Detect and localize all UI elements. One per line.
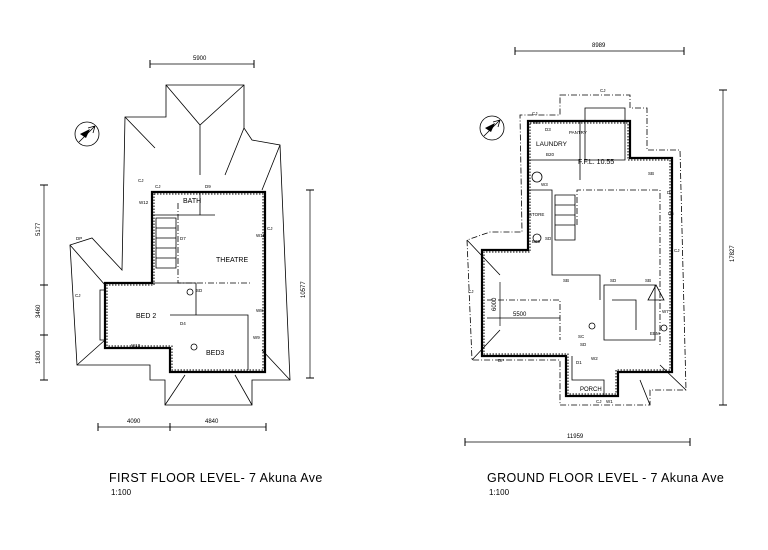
code-sb: SB bbox=[645, 278, 651, 283]
warning-icon bbox=[647, 284, 665, 301]
north-arrow-icon bbox=[479, 115, 505, 141]
code-cj: CJ bbox=[600, 88, 606, 93]
code-sd: SD bbox=[196, 288, 203, 293]
code-d7: D7 bbox=[180, 236, 186, 241]
code-d1: D1 bbox=[576, 360, 582, 365]
north-arrow-icon bbox=[74, 121, 100, 147]
code-w10: W10 bbox=[131, 343, 141, 348]
code-cj: CJ bbox=[674, 248, 680, 253]
dimension-garage-depth: 6000 bbox=[492, 297, 498, 311]
dimension-garage-width: 5500 bbox=[513, 312, 527, 318]
code-sb: SB bbox=[648, 171, 654, 176]
ceiling-line bbox=[487, 299, 561, 340]
room-label-theatre: THEATRE bbox=[216, 257, 248, 264]
first-floor-roof-outline bbox=[69, 84, 291, 406]
code-sd: SD bbox=[580, 342, 587, 347]
dimension-top: 8989 bbox=[592, 43, 606, 49]
code-w11: W11 bbox=[256, 233, 265, 238]
code-w3: W3 bbox=[541, 182, 548, 187]
toilet-icon bbox=[532, 233, 542, 243]
room-label-pantry: PANTRY bbox=[569, 130, 587, 135]
dimension-right: 10577 bbox=[301, 281, 307, 298]
room-label-porch: PORCH bbox=[580, 387, 602, 393]
code-sc: SC bbox=[578, 334, 585, 339]
code-w9: W9 bbox=[253, 335, 260, 340]
code-dp: DP bbox=[498, 358, 504, 363]
code-b20: B20 bbox=[546, 152, 555, 157]
code-sb: SB bbox=[563, 278, 569, 283]
code-cj: CJ bbox=[75, 293, 81, 298]
smoke-detector-icon bbox=[186, 288, 194, 296]
ceiling-line bbox=[177, 203, 250, 284]
code-cj: CJ bbox=[155, 184, 161, 189]
first-floor-scale: 1:100 bbox=[111, 488, 132, 497]
dimension-bottom-left: 4090 bbox=[127, 419, 141, 425]
room-label-laundry: LAUNDRY bbox=[536, 141, 568, 148]
code-w4: W4 bbox=[533, 120, 540, 125]
code-d4: D4 bbox=[180, 321, 186, 326]
code-w12: W12 bbox=[139, 200, 149, 205]
first-floor-walls bbox=[99, 190, 267, 374]
first-floor-title: FIRST FLOOR LEVEL- 7 Akuna Ave bbox=[109, 471, 323, 485]
code-d5: D5 bbox=[668, 211, 674, 216]
dimension-right: 17827 bbox=[730, 245, 736, 262]
dimension-bottom: 11959 bbox=[567, 434, 584, 440]
code-ebm: EBM bbox=[650, 331, 660, 336]
code-w1: W1 bbox=[606, 399, 613, 404]
floor-level-label: F.F.L. 10.55 bbox=[578, 159, 614, 166]
ground-floor-scale: 1:100 bbox=[489, 488, 510, 497]
ceiling-line bbox=[576, 189, 661, 345]
smoke-detector-icon bbox=[190, 343, 198, 351]
smoke-detector-icon bbox=[660, 324, 668, 332]
dimension-left-middle: 3460 bbox=[36, 304, 42, 318]
ground-floor-title: GROUND FLOOR LEVEL - 7 Akuna Ave bbox=[487, 471, 725, 485]
dimension-left-lower: 1800 bbox=[36, 350, 42, 364]
dimension-top: 5900 bbox=[193, 56, 207, 62]
ground-floor-dimensions: 8989 17827 11959 6000 5500 bbox=[464, 43, 736, 446]
dimension-left-upper: 5177 bbox=[36, 222, 42, 236]
code-cj: CJ bbox=[596, 399, 602, 404]
code-d4: D4 bbox=[667, 190, 673, 195]
code-d9: D9 bbox=[205, 184, 211, 189]
code-w8: W8 bbox=[256, 308, 263, 313]
code-dp: DP bbox=[76, 236, 82, 241]
code-cj: CJ bbox=[267, 226, 273, 231]
code-cj: CJ bbox=[468, 289, 474, 294]
dimension-bottom-right: 4840 bbox=[205, 419, 219, 425]
room-label-store: STORE bbox=[529, 212, 544, 217]
ground-floor-walls bbox=[480, 107, 674, 398]
code-w2: W2 bbox=[591, 356, 598, 361]
first-floor-dimensions: 5900 5177 3460 1800 10577 4090 4840 bbox=[36, 56, 314, 431]
room-label-bed-3: BED3 bbox=[206, 350, 224, 357]
first-floor-plan: BATH THEATRE BED 2 BED3 CJ D9 CJ W12 SD … bbox=[36, 56, 314, 431]
code-cj: CJ bbox=[138, 178, 144, 183]
smoke-detector-icon bbox=[588, 322, 596, 330]
code-w7: W7 bbox=[662, 309, 669, 314]
code-sd: SD bbox=[545, 236, 552, 241]
room-label-bath: BATH bbox=[183, 198, 201, 205]
sink-icon bbox=[531, 171, 543, 183]
code-cj: CJ bbox=[532, 111, 538, 116]
code-d3: D3 bbox=[545, 127, 551, 132]
code-b20: B20 bbox=[532, 239, 541, 244]
code-sd: SD bbox=[610, 278, 617, 283]
room-label-bed-2: BED 2 bbox=[136, 313, 156, 320]
ground-floor-plan: LAUNDRY PANTRY F.F.L. 10.55 STORE PORCH … bbox=[464, 43, 736, 446]
